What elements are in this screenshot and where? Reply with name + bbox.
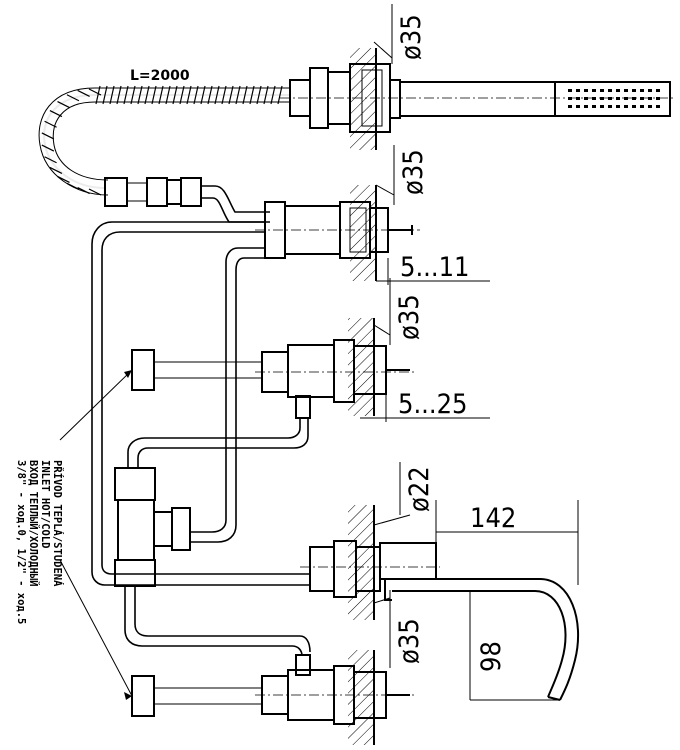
dim-range-3: 5...25: [398, 389, 468, 420]
inlet-note-line1: PŘÍVOD TEPLÁ/STUDENÁ: [51, 460, 64, 587]
dim-dia-spout: ø22: [404, 466, 435, 512]
valve-middle: [255, 339, 415, 419]
inlet-note: PŘÍVOD TEPLÁ/STUDENÁ INLET HOT/COLD ВХОД…: [15, 460, 64, 624]
dim-dia-2: ø35: [398, 149, 429, 195]
dimension-lines: [59, 4, 579, 701]
hose-length-label: L=2000: [130, 68, 190, 84]
dim-range-2: 5...11: [400, 252, 470, 283]
inlet-note-line3: ВХОД ТЕПЛЫЙ/ХОЛОДНЫЙ: [27, 460, 40, 586]
pipes: [91, 221, 311, 657]
dim-dia-top: ø35: [396, 14, 427, 60]
dim-dia-bottom: ø35: [394, 618, 425, 664]
shower-hose: [38, 85, 290, 196]
tee-fitting: [114, 467, 191, 587]
hose-fittings: [104, 177, 270, 223]
inlet-connectors: [131, 349, 263, 717]
spout-assembly: [300, 540, 580, 701]
valve-bottom: [255, 654, 415, 725]
inlet-note-line4: 3/8" - ход.0, 1/2" - ход.5: [15, 460, 27, 624]
diverter-assembly: [255, 201, 420, 259]
dim-spout-reach: 142: [470, 503, 516, 534]
dim-spout-height: 98: [476, 641, 507, 672]
hand-shower-assembly: [280, 63, 675, 133]
deck-hatching: [348, 48, 377, 745]
dim-dia-3: ø35: [394, 294, 425, 340]
inlet-note-line2: INLET HOT/COLD: [39, 460, 51, 549]
